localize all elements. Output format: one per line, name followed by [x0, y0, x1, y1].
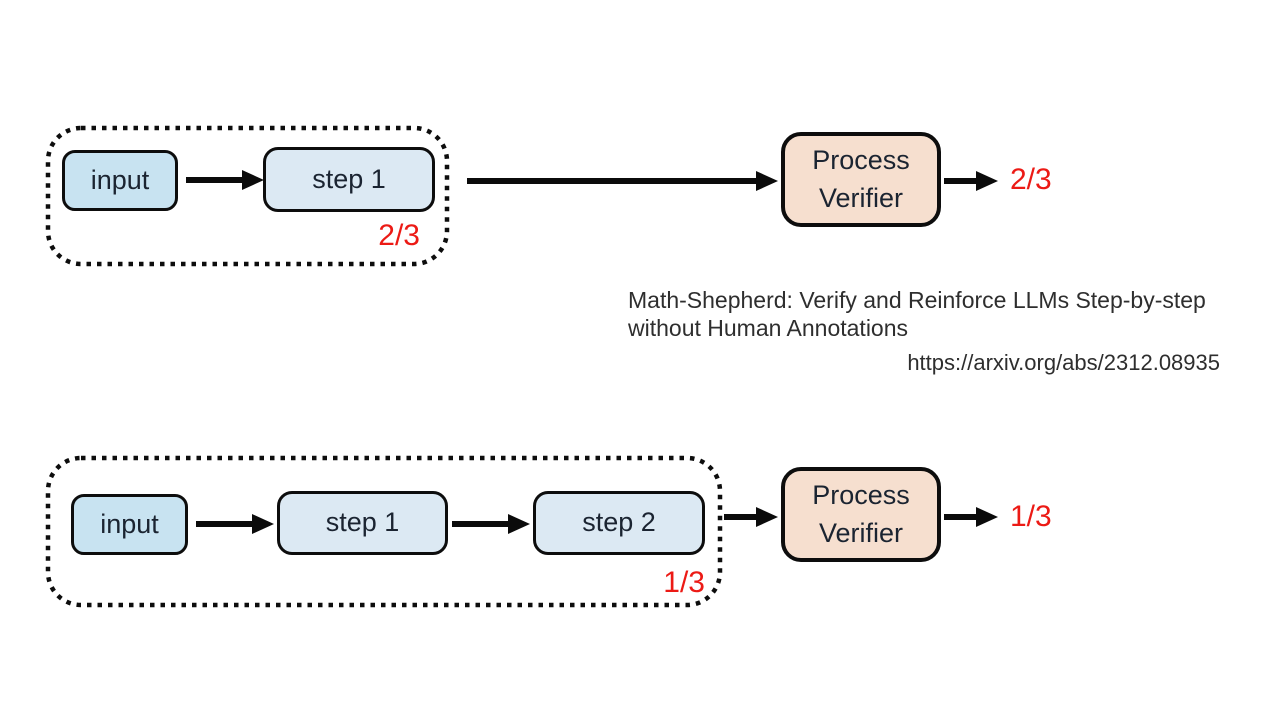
top-input-node: input — [62, 150, 178, 211]
bottom-input-node: input — [71, 494, 188, 555]
bottom-group-score: 1/3 — [663, 566, 705, 599]
top-group-score: 2/3 — [378, 219, 420, 252]
paper-title-line2: without Human Annotations — [628, 315, 909, 341]
arrowhead-bottom-input-to-step1 — [252, 514, 274, 534]
bottom-step1-node: step 1 — [277, 491, 448, 555]
arrowhead-bottom-group-to-verifier — [756, 507, 778, 527]
paper-title-line1: Math-Shepherd: Verify and Reinforce LLMs… — [628, 287, 1206, 313]
top-process-verifier-node: Process Verifier — [781, 132, 941, 227]
bottom-process-verifier-node: Process Verifier — [781, 467, 941, 562]
arrowhead-top-verifier-to-score — [976, 171, 998, 191]
top-output-score: 2/3 — [1010, 163, 1052, 196]
paper-url: https://arxiv.org/abs/2312.08935 — [907, 350, 1220, 375]
arrowhead-bottom-verifier-to-score — [976, 507, 998, 527]
dotted-group-border-top — [45, 125, 450, 267]
arrowhead-bottom-step1-to-step2 — [508, 514, 530, 534]
top-step1-node: step 1 — [263, 147, 435, 212]
bottom-output-score: 1/3 — [1010, 500, 1052, 533]
dotted-group-border-bottom — [45, 455, 723, 608]
arrowhead-top-input-to-step1 — [242, 170, 264, 190]
bottom-step2-node: step 2 — [533, 491, 705, 555]
arrowhead-top-group-to-verifier — [756, 171, 778, 191]
paper-reference: Math-Shepherd: Verify and Reinforce LLMs… — [628, 286, 1220, 376]
